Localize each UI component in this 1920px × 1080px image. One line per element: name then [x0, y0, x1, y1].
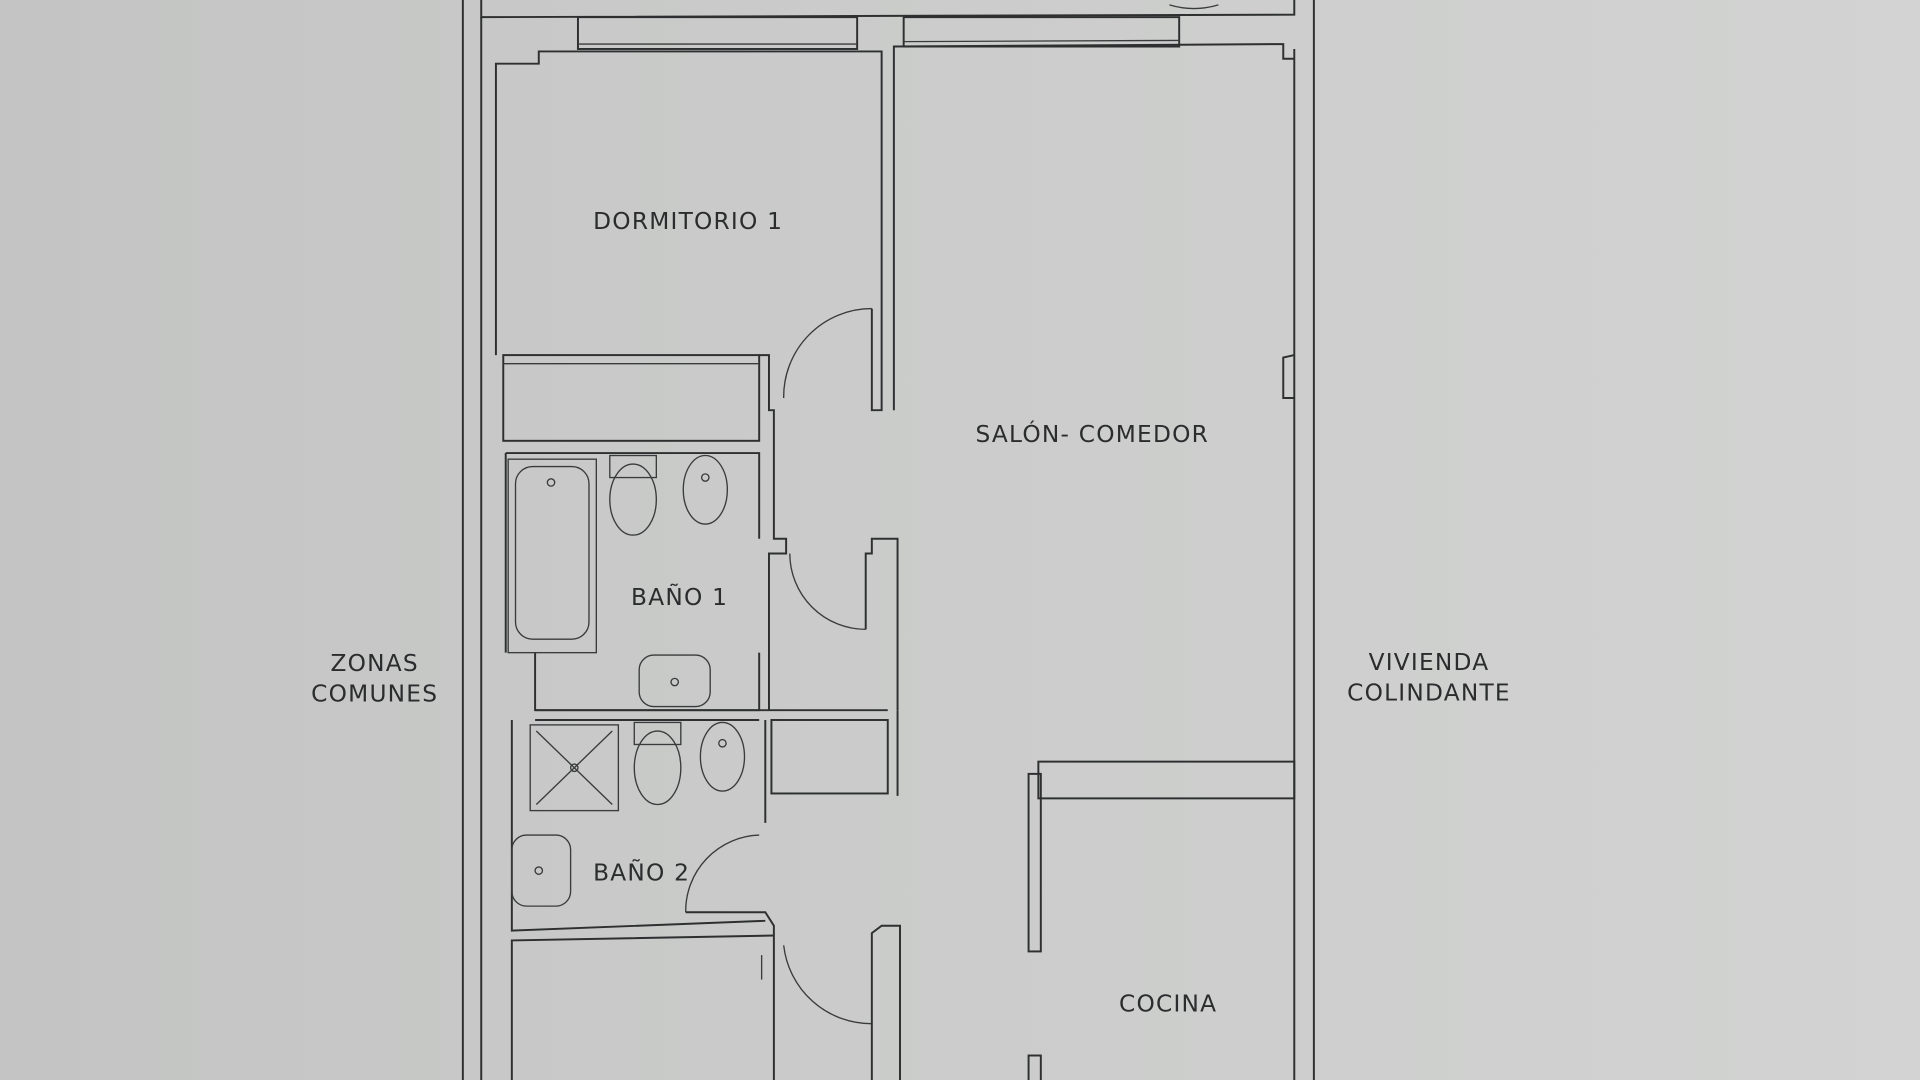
storage [770, 710, 899, 796]
room-label-salon-comedor: SALÓN- COMEDOR [976, 420, 1209, 448]
bidet-icon [682, 454, 729, 525]
sink-icon [638, 654, 711, 708]
outside-label-zonas: ZONAS [330, 650, 418, 677]
bano-1 [504, 452, 888, 721]
outside-label-vivienda: VIVIENDA [1369, 649, 1490, 676]
outside-label-comunes: COMUNES [311, 681, 438, 708]
room-label-cocina: COCINA [1119, 990, 1217, 1017]
lower-room [510, 934, 774, 1080]
bathtub-icon [507, 458, 598, 654]
room-labels: DORMITORIO 1 SALÓN- COMEDOR BAÑO 1 BAÑO … [311, 208, 1511, 1017]
room-label-dormitorio-1: DORMITORIO 1 [593, 208, 783, 235]
outer-walls [461, 0, 1315, 1080]
door-swings [685, 307, 901, 1080]
bathtub-inner-icon [514, 465, 590, 640]
shower-tray-icon [529, 724, 620, 812]
dormitorio-1-walls [494, 43, 1295, 412]
toilet-icon [633, 721, 682, 806]
toilet-icon [609, 454, 657, 536]
room-label-bano-2: BAÑO 2 [593, 858, 690, 886]
cocina-walls [1027, 760, 1296, 1080]
outside-label-colindante: COLINDANTE [1347, 679, 1511, 706]
room-label-bano-1: BAÑO 1 [631, 583, 728, 611]
closet [502, 354, 788, 711]
bano-2 [510, 720, 775, 1080]
sink-icon [511, 834, 572, 907]
bidet-icon [699, 721, 746, 792]
